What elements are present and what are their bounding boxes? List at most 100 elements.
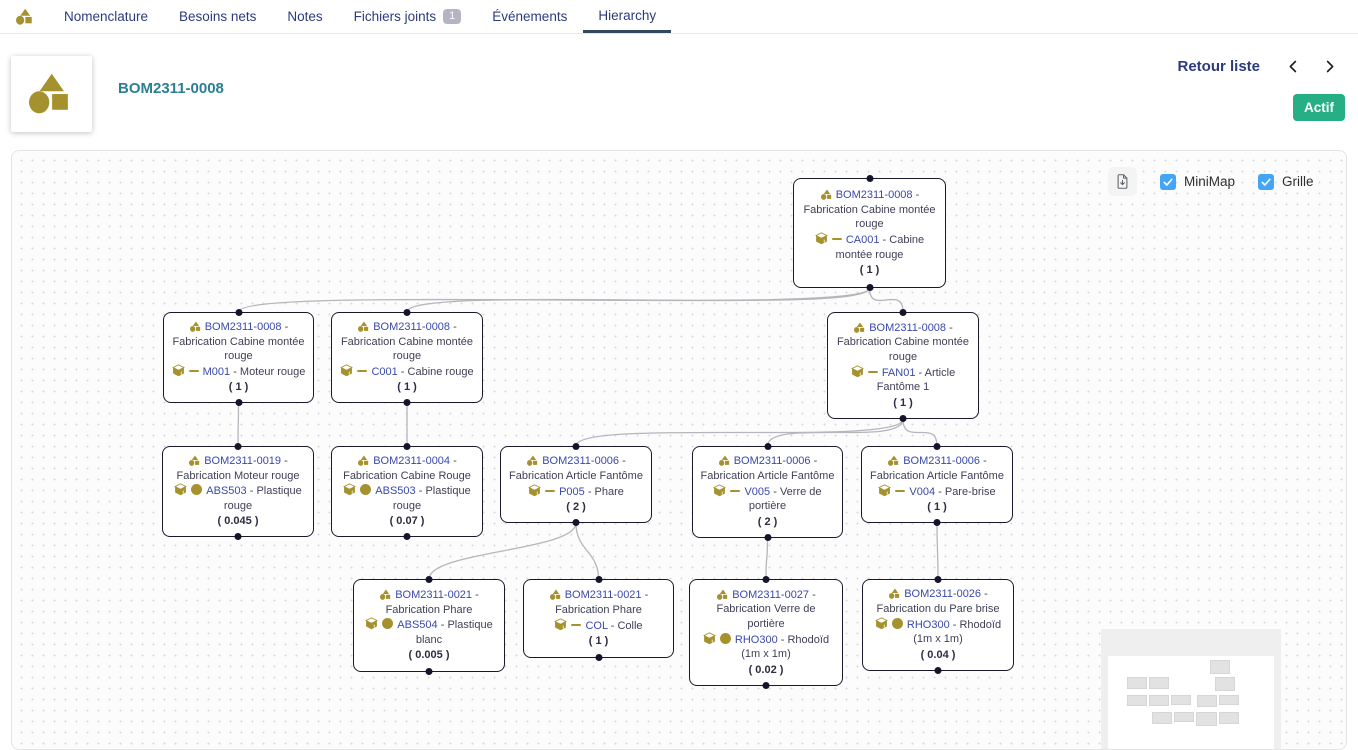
export-image-button[interactable]	[1108, 167, 1137, 196]
bom-code-link[interactable]: BOM2311-0021	[395, 588, 473, 601]
node-handle-bottom[interactable]	[933, 519, 941, 526]
article-code-link[interactable]: RHO300	[734, 633, 778, 646]
node-handle-top[interactable]	[403, 309, 411, 316]
node-handle-top[interactable]	[595, 576, 602, 583]
raw-material-icon	[382, 618, 394, 630]
flow-node-rho300[interactable]: BOM2311-0026 - Fabrication du Pare brise…	[862, 576, 1014, 674]
minimap-node	[1174, 711, 1195, 723]
article-code-link[interactable]: RHO300	[906, 618, 950, 631]
minimap-checkbox[interactable]	[1160, 173, 1176, 190]
node-handle-bottom[interactable]	[866, 284, 873, 291]
bom-code-link[interactable]: BOM2311-0008	[204, 320, 282, 333]
tab-besoins-nets[interactable]: Besoins nets	[179, 0, 256, 33]
article-code-link[interactable]: CA001	[845, 234, 880, 246]
bom-name-text: - Fabrication Article Fantôme	[509, 455, 643, 482]
bom-code-link[interactable]: BOM2311-0006	[903, 455, 981, 468]
node-handle-top[interactable]	[425, 576, 433, 583]
flow-node-v004[interactable]: BOM2311-0006 - Fabrication Article Fantô…	[861, 443, 1013, 526]
node-handle-bottom[interactable]	[595, 654, 602, 661]
node-handle-top[interactable]	[899, 309, 907, 316]
node-handle-bottom[interactable]	[403, 533, 411, 540]
article-name-text: - Pare-brise	[935, 485, 996, 498]
bom-code-link[interactable]: BOM2311-0019	[204, 454, 282, 467]
bom-code-link[interactable]: BOM2311-0006	[733, 455, 811, 468]
bom-code-link[interactable]: BOM2311-0027	[732, 588, 810, 601]
article-code-link[interactable]: FAN01	[881, 366, 916, 379]
article-code-link[interactable]: COL	[585, 619, 608, 632]
tab-événements[interactable]: Événements	[492, 0, 567, 33]
node-handle-top[interactable]	[933, 443, 941, 450]
minimap-node	[1126, 677, 1147, 690]
article-code-link[interactable]: P005	[559, 485, 585, 498]
node-article-line: C001 - Cabine rouge	[339, 364, 475, 380]
minimap-toggle-group: MiniMap	[1160, 173, 1235, 190]
article-code-link[interactable]: V004	[909, 485, 936, 498]
flow-node-ca001[interactable]: BOM2311-0008 - Fabrication Cabine montée…	[793, 175, 946, 291]
minimap[interactable]	[1101, 629, 1281, 749]
node-handle-top[interactable]	[572, 443, 580, 450]
flow-node-fan01[interactable]: BOM2311-0008 - Fabrication Cabine montée…	[827, 309, 979, 422]
bom-code-link[interactable]: BOM2311-0004	[373, 454, 451, 467]
article-code-link[interactable]: ABS504	[397, 619, 438, 632]
article-code-link[interactable]: M001	[202, 365, 231, 378]
node-article-line: ABS503 - Plastique rouge	[339, 483, 475, 513]
node-handle-top[interactable]	[764, 443, 771, 450]
flow-node-rho300[interactable]: BOM2311-0027 - Fabrication Verre de port…	[689, 576, 843, 689]
flow-edge	[237, 402, 240, 447]
bom-code-link[interactable]: BOM2311-0008	[373, 320, 451, 333]
tab-hierarchy[interactable]: Hierarchy	[583, 0, 672, 33]
node-handle-top[interactable]	[235, 309, 242, 316]
material-dash-icon	[831, 238, 842, 240]
article-code-link[interactable]: V005	[744, 485, 771, 498]
node-handle-top[interactable]	[866, 175, 873, 182]
node-handle-bottom[interactable]	[934, 667, 942, 674]
bom-code-link[interactable]: BOM2311-0008	[835, 189, 913, 202]
node-handle-top[interactable]	[762, 576, 770, 583]
node-article-line: ABS504 - Plastique blanc	[361, 617, 497, 647]
previous-record-button[interactable]	[1282, 55, 1304, 77]
node-handle-bottom[interactable]	[899, 415, 907, 422]
article-code-link[interactable]: ABS503	[206, 485, 247, 498]
bom-code-link[interactable]: BOM2311-0006	[542, 455, 620, 468]
article-code-link[interactable]: C001	[371, 365, 398, 378]
flow-node-p005[interactable]: BOM2311-0006 - Fabrication Article Fantô…	[500, 443, 652, 526]
grid-checkbox[interactable]	[1258, 173, 1275, 190]
material-dash-icon	[545, 489, 556, 492]
node-handle-top[interactable]	[403, 443, 411, 450]
flow-node-v005[interactable]: BOM2311-0006 - Fabrication Article Fantô…	[692, 443, 843, 541]
bom-code-link[interactable]: BOM2311-0026	[904, 588, 982, 601]
bom-shapes-icon	[189, 455, 200, 466]
bom-shapes-icon	[549, 589, 560, 601]
node-handle-bottom[interactable]	[762, 682, 770, 689]
tab-nomenclature[interactable]: Nomenclature	[64, 0, 148, 33]
node-handle-bottom[interactable]	[764, 534, 771, 541]
back-to-list-link[interactable]: Retour liste	[1177, 57, 1260, 75]
flow-node-c001[interactable]: BOM2311-0008 - Fabrication Cabine montée…	[331, 309, 483, 406]
tab-notes[interactable]: Notes	[287, 0, 322, 33]
flow-node-m001[interactable]: BOM2311-0008 - Fabrication Cabine montée…	[163, 309, 314, 406]
node-quantity: ( 0.02 )	[748, 663, 784, 676]
bom-shapes-icon	[717, 589, 728, 600]
node-handle-top[interactable]	[234, 443, 242, 450]
article-code-link[interactable]: ABS503	[375, 485, 416, 498]
tab-bar: Nomenclature Besoins nets Notes Fichiers jo…	[0, 0, 1358, 34]
flow-canvas[interactable]: BOM2311-0008 - Fabrication Cabine montée…	[11, 150, 1347, 750]
node-handle-bottom[interactable]	[234, 533, 242, 540]
node-handle-bottom[interactable]	[572, 519, 580, 526]
article-name-text: - Cabine montée rouge	[835, 234, 925, 261]
node-handle-bottom[interactable]	[425, 668, 433, 675]
node-handle-bottom[interactable]	[235, 399, 242, 406]
node-handle-top[interactable]	[934, 576, 942, 583]
node-handle-bottom[interactable]	[403, 399, 411, 406]
header-actions: Retour liste	[1177, 55, 1340, 77]
next-record-button[interactable]	[1318, 55, 1340, 77]
bom-code-link[interactable]: BOM2311-0021	[564, 589, 642, 602]
minimap-node	[1149, 694, 1170, 707]
bom-code-link[interactable]: BOM2311-0008	[869, 321, 947, 334]
tab-label: Notes	[287, 9, 323, 24]
